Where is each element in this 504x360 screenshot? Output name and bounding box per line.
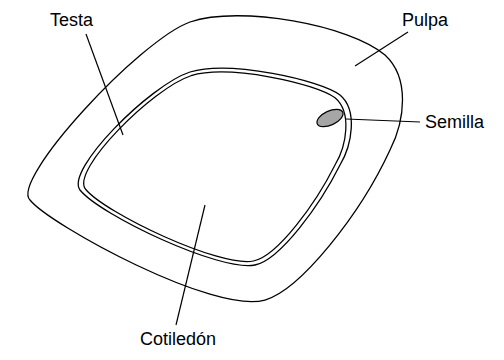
part-label: Semilla	[425, 111, 484, 133]
leader-line	[355, 32, 408, 66]
part-label: Pulpa	[402, 9, 448, 31]
leader-line	[176, 205, 205, 325]
part-label: Testa	[50, 9, 93, 31]
seed	[314, 106, 345, 131]
pulp-outline	[28, 16, 403, 302]
testa-outer-line	[78, 68, 351, 265]
part-label: Cotiledón	[140, 328, 216, 350]
leader-line	[346, 119, 420, 122]
leader-line	[86, 34, 123, 135]
testa-inner-line	[84, 72, 346, 261]
